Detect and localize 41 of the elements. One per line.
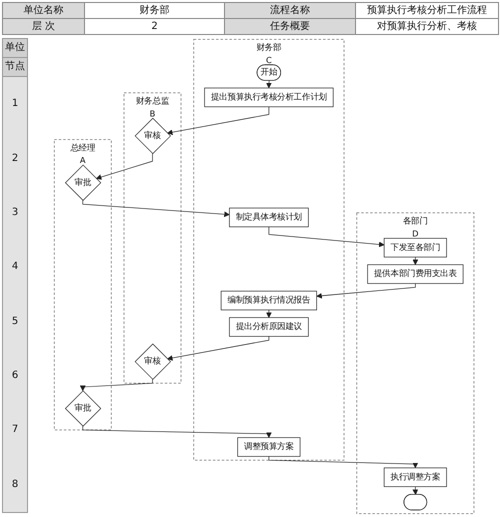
table-header-cell: 节点 [3,58,27,77]
table-header-cell: 单位 [3,39,27,58]
node-box: 提出分析原因建议 [228,317,309,337]
arrow [412,486,418,495]
row-number: 5 [12,316,18,328]
row-number: 6 [12,370,18,382]
arrow [167,106,270,135]
arrow [266,80,272,88]
node-box: 编制预算执行情况报告 [220,290,317,310]
table-cell: 对预算执行分析、考核 [355,18,499,35]
table-header-cell: 流程名称 [224,2,356,19]
node-box: 提出预算执行考核分析工作计划 [204,88,334,108]
table-header-cell: 任务概要 [224,18,356,35]
node-box: 制定具体考核计划 [228,208,309,228]
arrow [266,310,272,318]
row-number: 4 [12,261,18,274]
node-diamond: 审核 [134,118,171,154]
table-cell: 预算执行考核分析工作流程 [355,2,499,19]
row-number: 8 [12,478,18,491]
arrow [82,426,272,438]
arrow [96,153,153,180]
arrow [268,456,418,468]
node-box: 调整预算方案 [237,437,300,457]
node-diamond: 审批 [64,164,102,201]
arrow [412,256,418,265]
arrow [80,379,153,392]
row-number: 1 [12,98,18,110]
arrow [316,283,416,299]
arrow [167,336,270,361]
node-box: 执行调整方案 [384,468,447,487]
node-box: 提供本部门费用支出表 [367,264,464,284]
arrow [268,226,384,248]
arrow [82,200,230,218]
node-diamond: 审核 [134,344,171,380]
row-number: 3 [12,206,18,219]
table-header-cell: 层 次 [2,18,85,35]
row-number: 2 [12,152,18,165]
row-number: 7 [12,424,18,436]
node-diamond: 审批 [64,390,102,427]
node-box: 下发至各部门 [384,238,447,258]
table-header-cell: 单位名称 [2,2,85,19]
